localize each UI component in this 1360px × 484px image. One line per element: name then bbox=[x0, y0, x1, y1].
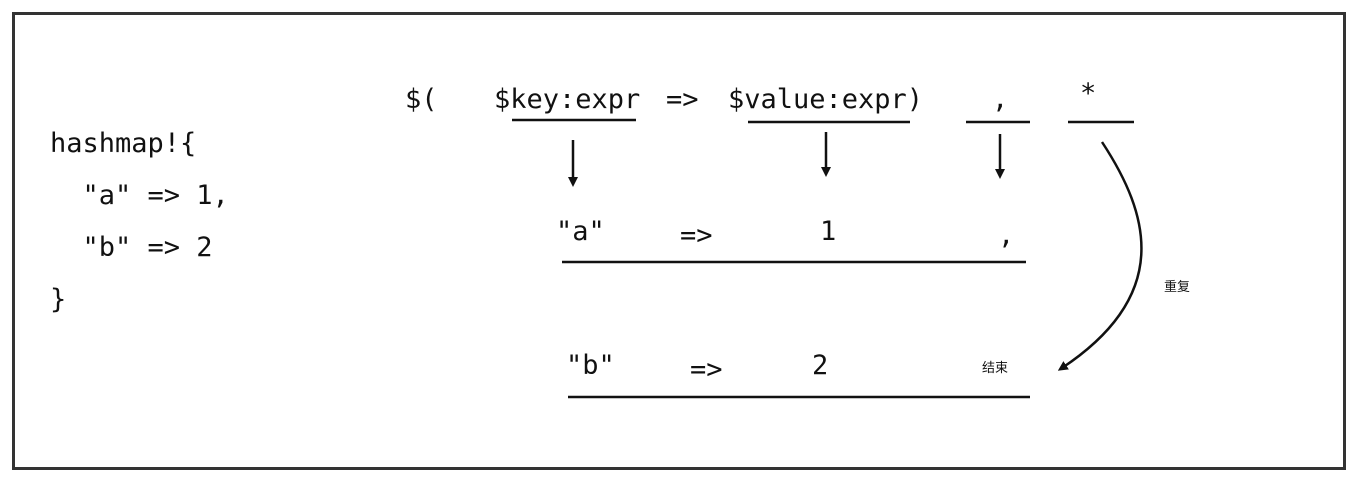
row1-value: 1 bbox=[820, 216, 837, 247]
code-line-2: "a" => 1, bbox=[50, 180, 229, 211]
repeat-curve-arrow bbox=[1057, 141, 1143, 371]
code-line-4: } bbox=[50, 284, 67, 315]
pattern-key: $key:expr bbox=[494, 84, 641, 115]
row1-separator: , bbox=[998, 220, 1015, 251]
pattern-repeat: * bbox=[1080, 78, 1097, 109]
code-line-1: hashmap!{ bbox=[50, 128, 197, 159]
pattern-separator: , bbox=[992, 84, 1009, 115]
row1-key: "a" bbox=[556, 216, 605, 247]
pattern-arrow: => bbox=[666, 84, 699, 115]
pattern-value: $value:expr) bbox=[728, 84, 924, 115]
row2-end-label: 结束 bbox=[982, 361, 1009, 376]
row2-arrow: => bbox=[690, 354, 723, 385]
pattern-open: $( bbox=[405, 84, 438, 115]
code-line-3: "b" => 2 bbox=[50, 232, 213, 263]
row1-arrow: => bbox=[680, 220, 713, 251]
row2-value: 2 bbox=[812, 350, 829, 381]
repeat-label: 重复 bbox=[1164, 280, 1191, 295]
row2-key: "b" bbox=[566, 350, 615, 381]
diagram-frame bbox=[12, 12, 1346, 470]
